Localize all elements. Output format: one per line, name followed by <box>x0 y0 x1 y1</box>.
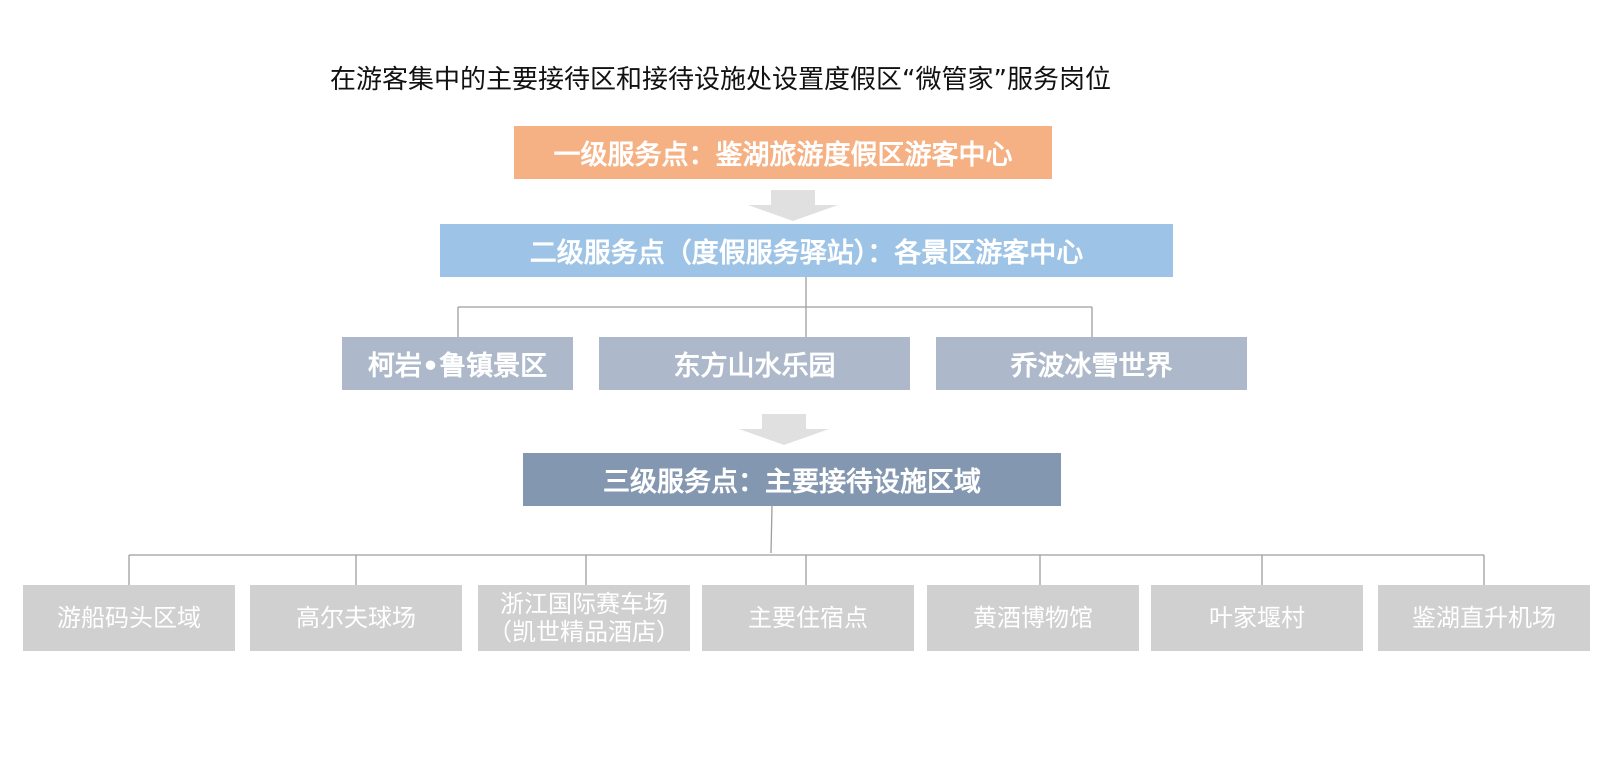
level3-connector <box>128 505 1485 585</box>
level2-connector <box>457 277 1093 337</box>
leaf-label-line1: 浙江国际赛车场 <box>500 590 668 618</box>
level2-label: 二级服务点（度假服务驿站）：各景区游客中心 <box>529 238 1084 269</box>
level2-child-keyan-luzhen: 柯岩•鲁镇景区 <box>342 337 573 390</box>
leaf-label: 黄酒博物馆 <box>973 604 1093 632</box>
leaf-box: 叶家堰村 <box>1151 585 1363 651</box>
leaf-label: 叶家堰村 <box>1209 604 1305 632</box>
level2-child-label: 东方山水乐园 <box>673 351 836 382</box>
level2-child-label: 乔波冰雪世界 <box>1010 351 1173 382</box>
level2-child-label: 柯岩•鲁镇景区 <box>367 351 548 382</box>
leaf-box: 鉴湖直升机场 <box>1378 585 1590 651</box>
leaf-label: 游船码头区域 <box>57 604 201 632</box>
level1-service-point: 一级服务点：鉴湖旅游度假区游客中心 <box>514 126 1052 179</box>
leaf-label: 高尔夫球场 <box>296 604 416 632</box>
level2-service-point: 二级服务点（度假服务驿站）：各景区游客中心 <box>440 224 1173 277</box>
level3-service-point: 三级服务点：主要接待设施区域 <box>523 453 1061 506</box>
leaf-label: 鉴湖直升机场 <box>1412 604 1556 632</box>
leaf-box: 游船码头区域 <box>23 585 235 651</box>
diagram-title: 在游客集中的主要接待区和接待设施处设置度假区“微管家”服务岗位 <box>330 65 1111 95</box>
leaf-label: 主要住宿点 <box>748 604 868 632</box>
down-arrow-icon <box>739 414 829 445</box>
level3-label: 三级服务点：主要接待设施区域 <box>603 467 981 498</box>
level2-child-dongfang: 东方山水乐园 <box>599 337 910 390</box>
leaf-box: 高尔夫球场 <box>250 585 462 651</box>
leaf-box: 黄酒博物馆 <box>927 585 1139 651</box>
level1-label: 一级服务点：鉴湖旅游度假区游客中心 <box>553 140 1013 171</box>
leaf-box: 主要住宿点 <box>702 585 914 651</box>
leaf-label-line2: （凯世精品酒店） <box>488 618 680 646</box>
leaf-box: 浙江国际赛车场 （凯世精品酒店） <box>478 585 690 651</box>
level2-child-qiaobo: 乔波冰雪世界 <box>936 337 1247 390</box>
down-arrow-icon <box>748 190 838 221</box>
